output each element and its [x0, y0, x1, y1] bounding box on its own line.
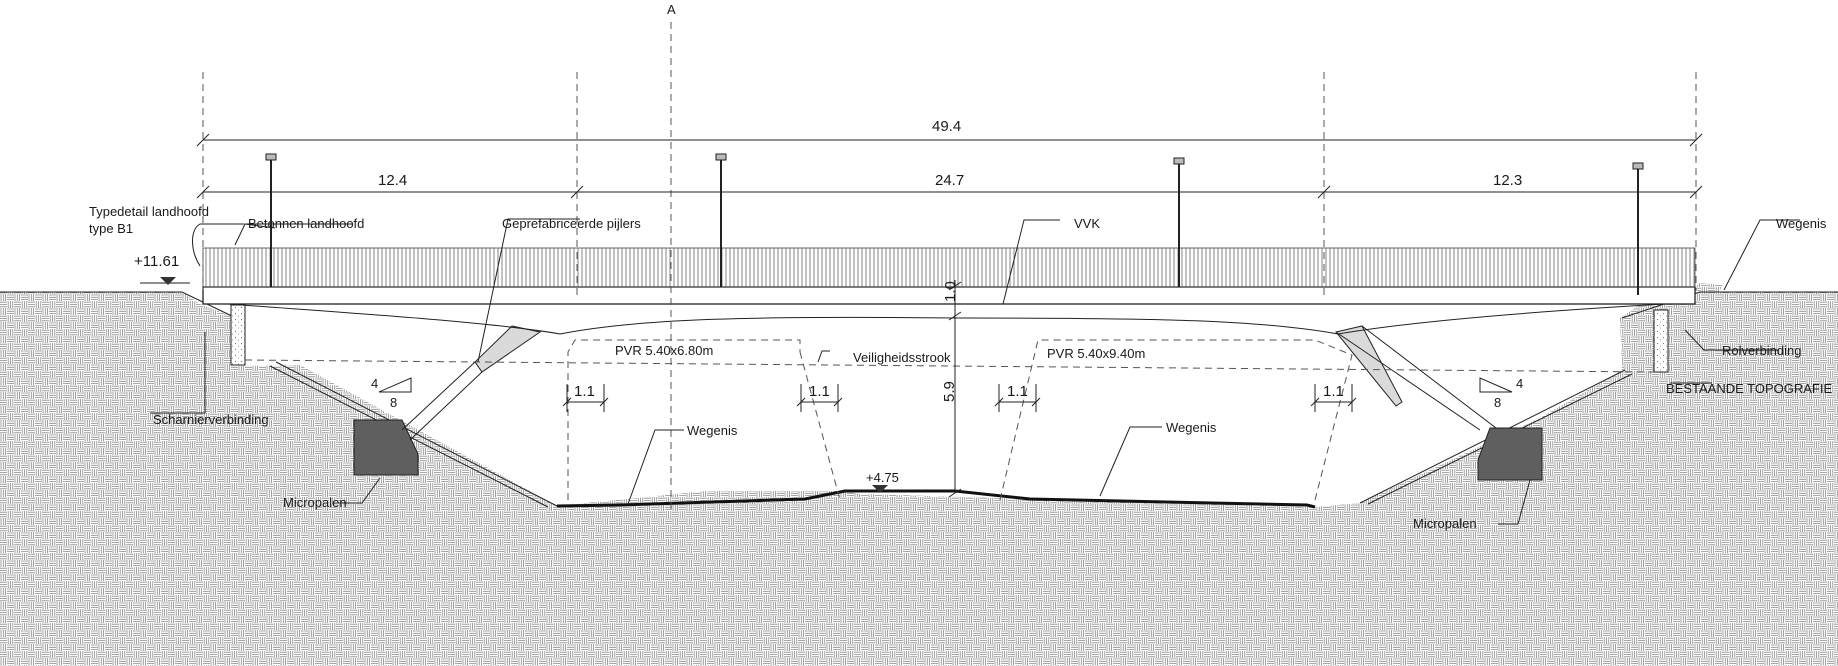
label-pvr-right: PVR 5.40x9.40m — [1047, 346, 1145, 361]
offset-label-3: 1.1 — [1007, 383, 1028, 400]
label-vvk: VVK — [1074, 216, 1100, 231]
label-wegenis-right: Wegenis — [1776, 216, 1827, 231]
dim-total-label: 49.4 — [932, 118, 961, 135]
lamp-post — [715, 153, 727, 287]
label-micropalen-left: Micropalen — [283, 495, 347, 510]
left-foundation-block — [353, 419, 419, 476]
lamp-post — [1632, 162, 1644, 295]
right-abutment — [1653, 309, 1669, 373]
dim-deck-depth-label: 1.0 — [942, 281, 959, 302]
slope-right-rise: 4 — [1516, 376, 1523, 391]
ground-top-line — [0, 291, 1838, 319]
label-bestaande-topografie: BESTAANDE TOPOGRAFIE — [1666, 381, 1832, 396]
label-rolverbinding: Rolverbinding — [1722, 343, 1802, 358]
dim-span-3-label: 12.3 — [1493, 172, 1522, 189]
dimension-spans — [196, 185, 1703, 199]
pvr-right-box — [999, 339, 1353, 501]
left-pier — [474, 325, 542, 373]
label-typedetail-1: Typedetail landhoofd — [89, 204, 209, 219]
label-geprefabriceerde-pijlers: Geprefabriceerde pijlers — [502, 216, 641, 231]
label-wegenis-mid: Wegenis — [1166, 420, 1217, 435]
deck-soffit — [202, 301, 1667, 335]
label-betonnen-landhoofd: Betonnen landhoofd — [248, 216, 364, 231]
label-micropalen-right: Micropalen — [1413, 516, 1477, 531]
dimension-total — [196, 133, 1703, 147]
clearance-line — [244, 359, 1655, 373]
label-wegenis-left: Wegenis — [687, 423, 738, 438]
right-foundation-block — [1477, 427, 1543, 481]
left-pier-leg — [401, 361, 483, 441]
leader-lines — [150, 218, 1800, 525]
level-road-label: +4.75 — [866, 470, 899, 485]
ground-soil — [0, 283, 1838, 666]
offset-dims — [562, 384, 1357, 412]
right-pier-leg — [1335, 325, 1497, 431]
slope-indicator-left — [378, 377, 412, 393]
slope-indicator-right — [1479, 377, 1513, 393]
dimension-vertical — [948, 280, 962, 498]
offset-label-1: 1.1 — [574, 383, 595, 400]
lamp-post — [1173, 157, 1185, 287]
road-surface — [556, 489, 1316, 509]
level-marker-road — [872, 485, 888, 493]
offset-label-4: 1.1 — [1323, 383, 1344, 400]
left-abutment — [230, 304, 246, 366]
slope-right-run: 8 — [1494, 395, 1501, 410]
dim-span-2-label: 24.7 — [935, 172, 964, 189]
bridge-railing — [202, 247, 1696, 288]
axis-lines — [202, 22, 1697, 510]
dim-span-1-label: 12.4 — [378, 172, 407, 189]
slope-left-run: 8 — [390, 395, 397, 410]
dim-clearance-label: 5.9 — [941, 381, 958, 402]
label-veiligheidsstrook: Veiligheidsstrook — [853, 350, 951, 365]
level-marker-top — [140, 277, 190, 285]
label-typedetail-2: type B1 — [89, 221, 133, 236]
right-pier — [1335, 325, 1403, 407]
slope-left-rise: 4 — [371, 376, 378, 391]
offset-label-2: 1.1 — [809, 383, 830, 400]
label-pvr-left: PVR 5.40x6.80m — [615, 343, 713, 358]
section-marker: A — [667, 2, 676, 17]
label-scharnierverbinding: Scharnierverbinding — [153, 412, 269, 427]
level-top-label: +11.61 — [134, 253, 179, 270]
